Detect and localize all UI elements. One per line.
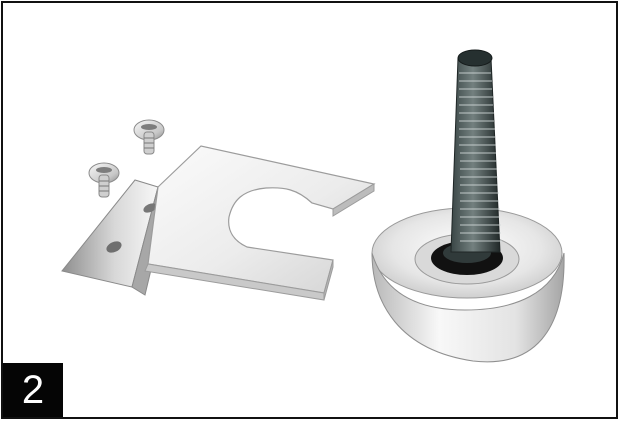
screw-icon xyxy=(134,120,164,154)
assembly-illustration xyxy=(3,3,618,419)
instruction-frame: 2 xyxy=(1,1,618,419)
step-number-badge: 2 xyxy=(3,363,63,417)
screw-icon xyxy=(89,163,119,197)
leveling-foot xyxy=(372,50,564,362)
